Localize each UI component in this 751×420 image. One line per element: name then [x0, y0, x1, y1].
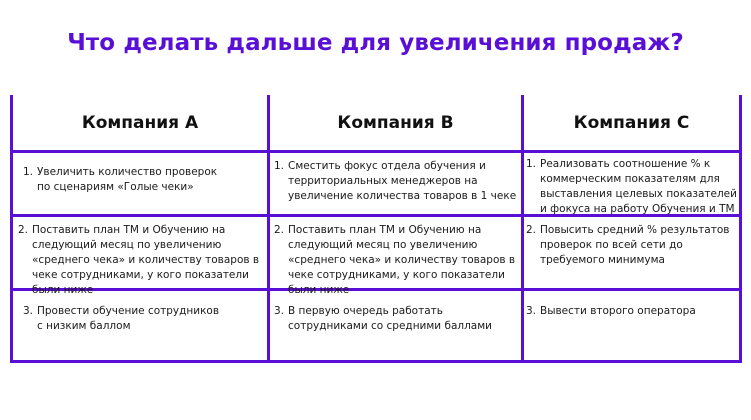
item-text: Провести обучение сотрудников с низким б… — [37, 305, 220, 332]
item-text: Сместить фокус отдела обучения и террито… — [288, 160, 517, 202]
item-number: 1. — [23, 166, 34, 178]
cell-b-2: 2. Поставить план ТМ и Обучению на следу… — [274, 223, 520, 298]
item-text: Реализовать соотношение % к коммерческим… — [540, 158, 737, 215]
cell-b-1: 1. Сместить фокус отдела обучения и терр… — [274, 159, 520, 204]
slide-title: Что делать дальше для увеличения продаж? — [67, 30, 684, 56]
item-text: Повысить средний % результатов проверок … — [540, 224, 730, 266]
item-number: 3. — [23, 305, 34, 317]
item-text: В первую очередь работать сотрудниками с… — [288, 305, 492, 332]
item-text: Увеличить количество проверок по сценари… — [37, 166, 218, 193]
item-number: 3. — [274, 305, 285, 317]
item-number: 3. — [526, 305, 537, 317]
cell-a-2: 2. Поставить план ТМ и Обучению на следу… — [18, 223, 267, 298]
table-border-right — [739, 95, 742, 363]
table-border-bottom — [10, 360, 742, 363]
item-text: Вывести второго оператора — [540, 305, 696, 317]
comparison-table: Компания А Компания В Компания С 1. Увел… — [10, 95, 742, 363]
row-divider-1 — [10, 214, 742, 217]
column-divider-1 — [267, 95, 270, 363]
row-divider-2 — [10, 288, 742, 291]
table-border-left — [10, 95, 13, 363]
cell-a-1: 1. Увеличить количество проверок по сцен… — [23, 165, 263, 195]
cell-c-1: 1. Реализовать соотношение % к коммерчес… — [526, 157, 738, 217]
header-divider — [10, 150, 742, 153]
item-number: 2. — [526, 224, 537, 236]
column-header-company-c: Компания С — [573, 112, 690, 133]
column-header-company-b: Компания В — [337, 112, 454, 133]
column-divider-2 — [521, 95, 524, 363]
cell-b-3: 3. В первую очередь работать сотрудникам… — [274, 304, 520, 334]
item-text: Поставить план ТМ и Обучению на следующи… — [288, 224, 516, 296]
item-number: 2. — [274, 224, 285, 236]
item-number: 2. — [18, 224, 29, 236]
item-number: 1. — [526, 158, 537, 170]
cell-c-2: 2. Повысить средний % результатов провер… — [526, 223, 738, 268]
item-text: Поставить план ТМ и Обучению на следующи… — [32, 224, 260, 296]
item-number: 1. — [274, 160, 285, 172]
column-header-company-a: Компания А — [81, 112, 199, 133]
cell-a-3: 3. Провести обучение сотрудников с низки… — [23, 304, 263, 334]
cell-c-3: 3. Вывести второго оператора — [526, 304, 738, 319]
